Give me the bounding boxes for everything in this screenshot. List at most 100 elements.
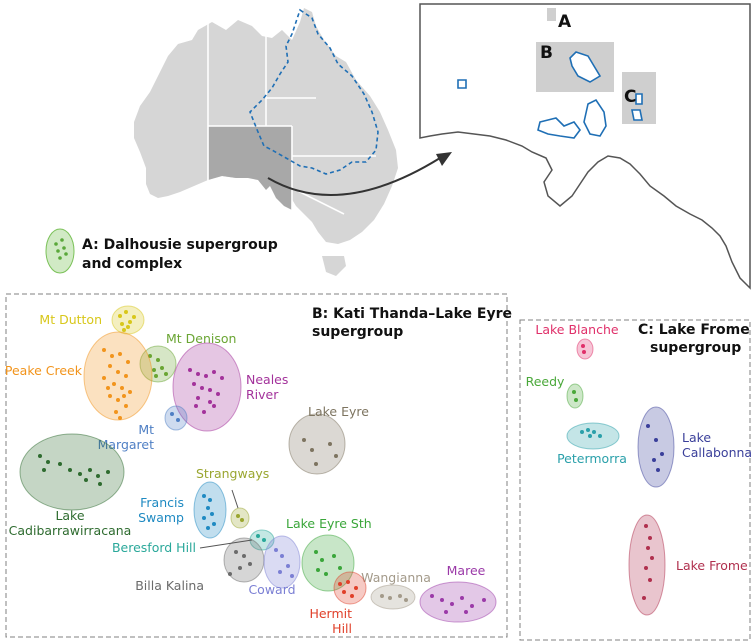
peake-creek-dot (108, 364, 112, 368)
maree-dot (470, 604, 474, 608)
hermit-hill-dot (342, 590, 346, 594)
lake-cadibarrawirracana-label: Cadibarrawirracana (9, 523, 132, 538)
lake-callabonna-dot (646, 424, 650, 428)
hermit-hill-dot (346, 580, 350, 584)
south-australia (208, 126, 292, 210)
lake-blanche-ellipse (576, 338, 594, 360)
lake-eyre-dot (310, 448, 314, 452)
mt-denison-dot (154, 374, 158, 378)
maree-dot (460, 596, 464, 600)
inset-box-a (547, 8, 556, 21)
peake-creek-dot (106, 386, 110, 390)
lake-blanche-dot (581, 344, 585, 348)
maree-dot (482, 598, 486, 602)
lake-frome-dot (648, 578, 652, 582)
peake-creek-dot (118, 416, 122, 420)
mt-dutton-dot (132, 315, 136, 319)
mt-margaret-label: Mt (138, 422, 154, 437)
neales-river-ellipse (172, 342, 242, 432)
billa-kalina-dot (234, 550, 238, 554)
peake-creek-dot (112, 382, 116, 386)
strangways-dot (240, 518, 244, 522)
inset-label-c: C (624, 87, 636, 107)
hermit-hill-dot (354, 586, 358, 590)
mt-dutton-dot (124, 310, 128, 314)
panel-b: B: Kati Thanda–Lake Eyre supergroup Mt D… (5, 293, 512, 638)
neales-river-dot (204, 374, 208, 378)
peake-creek-ellipse (83, 331, 153, 421)
lake-eyre-sth-dot (316, 568, 320, 572)
francis-swamp-dot (202, 516, 206, 520)
coward-dot (280, 554, 284, 558)
tasmania (322, 256, 346, 276)
lake-frome-dot (642, 596, 646, 600)
lake-callabonna-label: Lake (682, 430, 711, 445)
cluster-maree: Maree (419, 563, 497, 623)
maree-dot (450, 602, 454, 606)
maree-ellipse (419, 581, 497, 623)
neales-river-dot (208, 400, 212, 404)
petermorra-label: Petermorra (557, 451, 627, 466)
lake-frome-dot (644, 566, 648, 570)
lake-cadibarrawirracana-dot (38, 454, 42, 458)
lake-cadibarrawirracana-dot (78, 472, 82, 476)
francis-swamp-dot (210, 512, 214, 516)
lake-eyre-dot (302, 438, 306, 442)
petermorra-ellipse (566, 422, 620, 450)
lake-frome-dot (648, 536, 652, 540)
lake-frome-label: Lake Frome (676, 558, 748, 573)
mt-dutton-dot (122, 328, 126, 332)
lake-blanche-dot (582, 350, 586, 354)
pointer-arrowhead (436, 152, 452, 166)
neales-river-label: River (246, 387, 279, 402)
lake-cadibarrawirracana-dot (68, 468, 72, 472)
panel-c: C: Lake Frome supergroup Lake BlancheRee… (519, 319, 752, 641)
francis-swamp-dot (212, 522, 216, 526)
peake-creek-dot (102, 376, 106, 380)
billa-kalina-label: Billa Kalina (135, 578, 204, 593)
neales-river-dot (194, 404, 198, 408)
lake-eyre-ellipse (288, 413, 346, 475)
sa-inset: A B C (419, 3, 751, 290)
legend-a-line2: and complex (82, 256, 182, 272)
hermit-hill-ellipse (333, 571, 367, 605)
lake-cadibarrawirracana-dot (58, 462, 62, 466)
reedy-ellipse (566, 383, 584, 409)
petermorra-dot (586, 428, 590, 432)
panel-b-title-line1: B: Kati Thanda–Lake Eyre (312, 306, 512, 322)
francis-swamp-dot (202, 494, 206, 498)
mt-denison-dot (156, 358, 160, 362)
beresford-hill-label: Beresford Hill (112, 540, 196, 555)
legend-a: A: Dalhousie supergroup and complex (45, 228, 278, 274)
lake-frome-dot (650, 556, 654, 560)
lake-cadibarrawirracana-dot (46, 460, 50, 464)
lake-eyre-sth-dot (332, 554, 336, 558)
mt-dutton-dot (128, 320, 132, 324)
neales-river-dot (216, 392, 220, 396)
cluster-lake-eyre-sth: Lake Eyre Sth (286, 516, 372, 592)
hermit-hill-label: Hermit (309, 606, 352, 621)
cluster-billa-kalina: Billa Kalina (135, 537, 265, 593)
cluster-wangianna: Wangianna (361, 570, 431, 610)
sa-inset-outline (419, 3, 751, 290)
lake-cadibarrawirracana-dot (42, 468, 46, 472)
mt-denison-label: Mt Denison (166, 331, 236, 346)
lake-cadibarrawirracana-ellipse (19, 433, 125, 511)
hermit-hill-dot (350, 594, 354, 598)
cluster-reedy: Reedy (526, 374, 584, 409)
maree-label: Maree (447, 563, 486, 578)
coward-dot (290, 574, 294, 578)
lake-callabonna-label: Callabonna (682, 445, 752, 460)
wangianna-dot (398, 594, 402, 598)
leader-lines (199, 489, 253, 549)
peake-creek-dot (116, 370, 120, 374)
cluster-peake-creek: Peake Creek (5, 331, 153, 421)
lake-eyre-sth-ellipse (301, 534, 355, 592)
lake-cadibarrawirracana-dot (106, 470, 110, 474)
